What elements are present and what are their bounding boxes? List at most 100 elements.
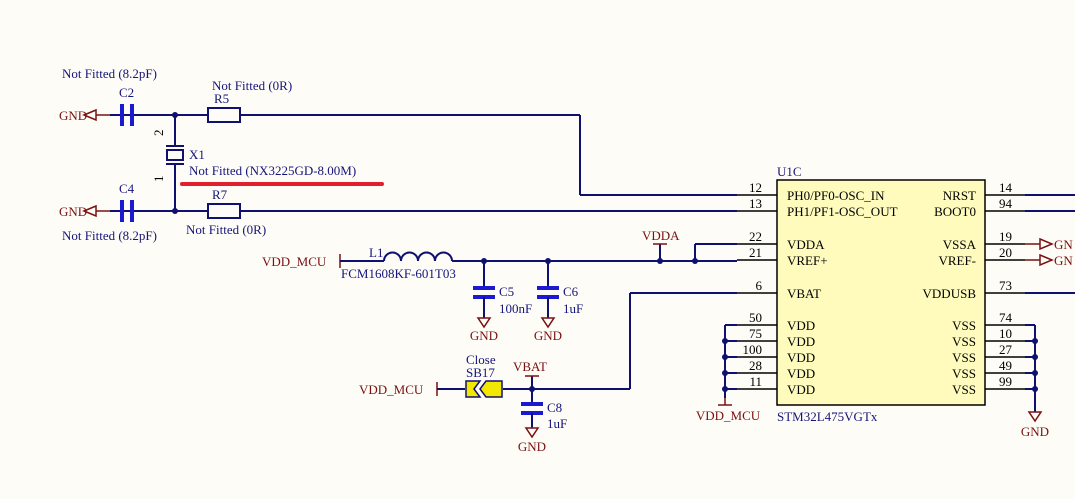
c8-ref: C8 <box>547 400 562 415</box>
capacitor-c2[interactable] <box>120 104 134 126</box>
capacitor-c8[interactable] <box>521 402 543 439</box>
vbat-label: VBAT <box>513 359 547 374</box>
pin-num: 74 <box>999 310 1013 325</box>
pin-name: VSS <box>952 350 976 365</box>
resistor-r5[interactable] <box>207 107 241 123</box>
gnd-arrow-icon <box>82 108 97 122</box>
capacitor-c4[interactable] <box>120 200 134 222</box>
pin-name: PH1/PF1-OSC_OUT <box>787 204 898 219</box>
pin-name: VDD <box>787 366 815 381</box>
c5-ref: C5 <box>499 284 514 299</box>
vdd-mcu-label: VDD_MCU <box>262 254 327 269</box>
pin-name: VDDA <box>787 237 825 252</box>
osc-wires <box>110 112 737 214</box>
x1-pin-top: 2 <box>151 130 166 137</box>
pin-num: 20 <box>999 245 1012 260</box>
c2-value: Not Fitted (8.2pF) <box>62 66 157 81</box>
vdda-label: VDDA <box>642 228 680 243</box>
sb17-ref: SB17 <box>466 365 495 380</box>
vbat-wires <box>436 292 737 404</box>
pin-num: 10 <box>999 326 1012 341</box>
gnd-label: GND <box>518 439 546 454</box>
c4-value: Not Fitted (8.2pF) <box>62 228 157 243</box>
vdd-mcu-label: VDD_MCU <box>359 382 424 397</box>
gnd-label: GND <box>534 328 562 343</box>
x1-value: Not Fitted (NX3225GD-8.00M) <box>189 163 356 178</box>
capacitor-c5[interactable] <box>473 286 495 329</box>
x1-pin-bottom: 1 <box>151 176 166 183</box>
c4-ref: C4 <box>119 181 135 196</box>
pin-name: BOOT0 <box>934 204 976 219</box>
r5-value: Not Fitted (0R) <box>212 78 292 93</box>
vdda-wires <box>339 243 737 288</box>
gnd-label: GN <box>1054 237 1073 252</box>
x1-ref: X1 <box>189 147 205 162</box>
capacitor-c6[interactable] <box>537 286 559 329</box>
pin-name: VSS <box>952 366 976 381</box>
l1-ref: L1 <box>369 245 383 260</box>
pin-num: 49 <box>999 358 1012 373</box>
pin-name: PH0/PF0-OSC_IN <box>787 188 885 203</box>
pin-name: VDD <box>787 334 815 349</box>
pin-name: VDD <box>787 382 815 397</box>
pin-num: 11 <box>749 374 762 389</box>
r7-ref: R7 <box>212 187 228 202</box>
pin-num: 75 <box>749 326 762 341</box>
solder-bridge-sb17[interactable] <box>465 380 503 398</box>
pin-num: 6 <box>756 278 763 293</box>
l1-value: FCM1608KF-601T03 <box>341 266 456 281</box>
gnd-arrow-icon <box>82 204 97 218</box>
gnd-label: GND <box>470 328 498 343</box>
vdd-bus <box>718 324 737 406</box>
gnd-arrow-icon <box>1039 237 1054 251</box>
gnd-label: GN <box>1054 253 1073 268</box>
pin-name: VDD <box>787 318 815 333</box>
pin-num: 73 <box>999 278 1012 293</box>
pin-name: VSS <box>952 318 976 333</box>
pin-name: VDDUSB <box>923 286 977 301</box>
gnd-label: GND <box>59 108 87 123</box>
gnd-label: GND <box>1021 424 1049 439</box>
pin-name: VREF- <box>938 253 976 268</box>
pin-num: 50 <box>749 310 762 325</box>
pin-num: 12 <box>749 180 762 195</box>
gnd-symbol-icon <box>1027 411 1043 423</box>
crystal-x1[interactable] <box>166 145 184 165</box>
r5-ref: R5 <box>214 91 229 106</box>
ic-u1c-body[interactable] <box>776 179 986 406</box>
right-wires <box>1025 194 1075 412</box>
ic-part-number: STM32L475VGTx <box>777 409 878 424</box>
pin-num: 27 <box>999 342 1013 357</box>
ic-left-pins <box>737 194 777 390</box>
sb17-value: Close <box>466 352 496 367</box>
pin-num: 94 <box>999 196 1013 211</box>
pin-name: VSS <box>952 382 976 397</box>
pin-num: 22 <box>749 229 762 244</box>
pin-num: 100 <box>743 342 763 357</box>
c8-value: 1uF <box>547 416 567 431</box>
gnd-label: GND <box>59 204 87 219</box>
pin-name: VSS <box>952 334 976 349</box>
pin-name: VBAT <box>787 286 821 301</box>
pin-num: 14 <box>999 180 1013 195</box>
gnd-arrow-icon <box>1039 253 1054 267</box>
c2-ref: C2 <box>119 85 134 100</box>
vdd-mcu-label: VDD_MCU <box>696 408 761 423</box>
pin-num: 28 <box>749 358 762 373</box>
c5-value: 100nF <box>499 301 532 316</box>
pin-num: 13 <box>749 196 762 211</box>
pin-num: 19 <box>999 229 1012 244</box>
pin-num: 99 <box>999 374 1012 389</box>
ic-ref: U1C <box>777 164 802 179</box>
inductor-l1[interactable] <box>383 251 453 262</box>
ic-right-pins <box>985 194 1025 390</box>
pin-name: VSSA <box>943 237 977 252</box>
pin-name: NRST <box>943 188 976 203</box>
c6-ref: C6 <box>563 284 579 299</box>
c6-value: 1uF <box>563 301 583 316</box>
pin-num: 21 <box>749 245 762 260</box>
r7-value: Not Fitted (0R) <box>186 222 266 237</box>
pin-name: VREF+ <box>787 253 828 268</box>
resistor-r7[interactable] <box>207 203 241 219</box>
